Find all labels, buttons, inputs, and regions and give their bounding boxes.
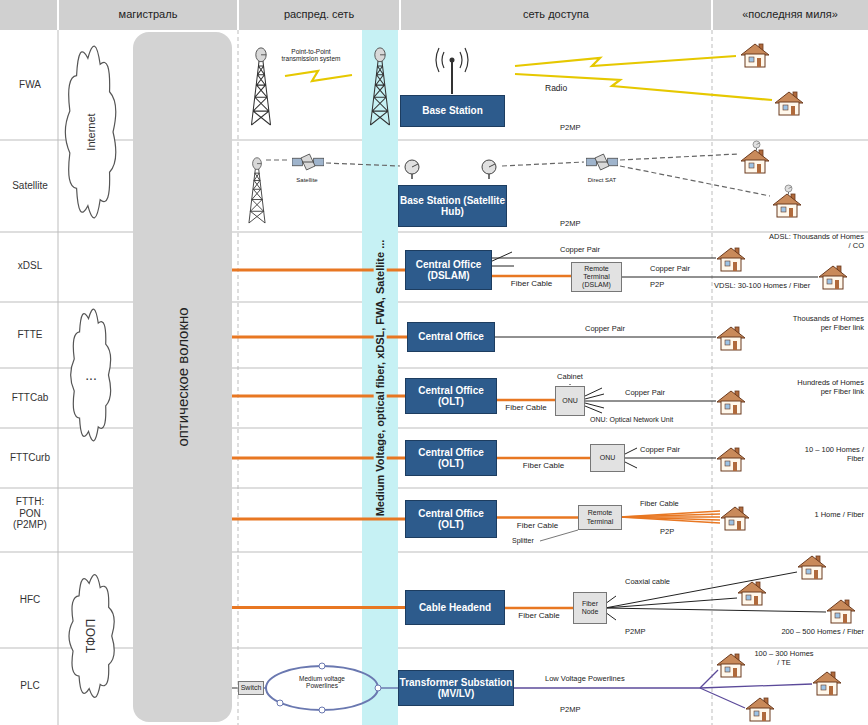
node-text: Base Station [422, 105, 483, 117]
row-label: FTTCurb [2, 452, 58, 464]
annotation: 1 Home / Fiber [788, 511, 864, 520]
annotation: P2P [660, 528, 690, 537]
fiber-connector [497, 516, 578, 519]
fiber-connector [492, 275, 571, 278]
annotation: 200 – 500 Homes / Fiber [776, 628, 864, 637]
node-text: оптическое волокно [174, 307, 191, 446]
annotation: Copper Pair [560, 246, 620, 255]
station-box: Central Office [407, 322, 495, 352]
fiber-connector [497, 399, 555, 402]
row-label: HFC [2, 594, 58, 606]
node-text: Base Station (Satellite Hub) [399, 195, 506, 218]
node-text: Central Office (OLT) [406, 385, 496, 408]
fiber-connector [232, 518, 405, 521]
node-text: Remote Terminal [579, 509, 621, 525]
node-text: Medium Voltage, optical fiber, xDSL, FWA… [374, 239, 387, 516]
annotation: Splitter [512, 537, 552, 545]
annotation: Coaxial cable [625, 578, 685, 587]
edge-label: Fiber Cable [516, 521, 559, 530]
annotation: Copper Pair [640, 446, 700, 455]
fiber-connector [497, 457, 590, 460]
row-label: FWA [2, 79, 58, 91]
annotation: Point-to-Point transmission system [280, 48, 342, 63]
station-box: Base Station [400, 95, 505, 127]
annotation: 10 – 100 Homes / Fiber [788, 446, 864, 463]
station-box: Cable Headend [405, 590, 505, 625]
row-label: FTTE [2, 329, 58, 341]
node-text: Central Office (DSLAM) [406, 259, 491, 282]
row-label: xDSL [2, 260, 58, 272]
backbone-band: оптическое волокно [133, 32, 232, 722]
annotation: 100 – 300 Homes / TE [754, 650, 814, 667]
annotation: Fiber Cable [640, 500, 700, 509]
fiber-connector [505, 607, 573, 610]
column-header: распред. сеть [238, 8, 400, 21]
row-label: PLC [2, 680, 58, 692]
node-text: ТФОП [85, 619, 99, 653]
annotation: P2MP [625, 628, 665, 637]
station-box: Central Office (OLT) [405, 378, 497, 414]
annotation: Thousands of Homes per Fiber link [788, 315, 864, 332]
edge-label: Fiber Cable [517, 611, 560, 620]
row-label: FTTH: PON (P2MP) [9, 496, 51, 531]
station-box: Base Station (Satellite Hub) [398, 185, 507, 227]
equipment-box: Fiber Node [573, 592, 607, 624]
annotation: Radio [545, 84, 585, 94]
edge-label: Fiber Cable [504, 403, 547, 412]
annotation: P2MP [560, 124, 600, 133]
node-text: Central Office (OLT) [406, 508, 496, 531]
node-text: Internet [85, 113, 98, 150]
column-header: магистраль [58, 8, 238, 21]
annotation: Cabinet [548, 373, 592, 382]
network-cloud: ... [68, 300, 114, 450]
node-text: Switch [241, 684, 262, 692]
column-header: «последняя миля» [712, 8, 868, 21]
annotation: Medium voltage Powerlines [294, 675, 350, 690]
station-box: Central Office (OLT) [405, 500, 497, 538]
node-text: Transformer Substation (MV/LV) [399, 677, 513, 700]
annotation: Satellite [285, 177, 329, 184]
node-text: Fiber Node [574, 600, 606, 616]
annotation: P2MP [560, 706, 600, 715]
network-cloud: Internet [62, 34, 120, 230]
annotation: ONU: Optical Network Unit [590, 416, 705, 424]
equipment-box: Remote Terminal [578, 505, 622, 530]
annotation: VDSL: 30-100 Homes / Fiber [714, 282, 814, 291]
node-text: Remote Terminal (DSLAM) [572, 265, 621, 289]
annotation: Copper Pair [585, 325, 645, 334]
node-text: Central Office (OLT) [406, 447, 496, 470]
equipment-box: Remote Terminal (DSLAM) [571, 262, 622, 292]
annotation: Copper Pair [650, 265, 710, 274]
column-header: сеть доступа [400, 8, 712, 21]
row-label: FTTCab [2, 392, 58, 404]
annotation: Direct SAT [578, 177, 626, 184]
station-box: Central Office (OLT) [405, 440, 497, 476]
node-text: Cable Headend [419, 602, 491, 614]
equipment-box: Switch [238, 681, 265, 695]
annotation: Low Voltage Powerlines [545, 675, 645, 684]
edge-label: Fiber Cable [510, 279, 553, 288]
node-text: ... [85, 367, 97, 383]
network-cloud: ТФОП [66, 566, 118, 706]
annotation: P2MP [560, 220, 600, 229]
node-text: Central Office [418, 331, 484, 343]
annotation: Copper Pair [625, 389, 685, 398]
medium-band: Medium Voltage, optical fiber, xDSL, FWA… [362, 30, 398, 725]
annotation: P2P [650, 281, 680, 290]
row-label: Satellite [2, 180, 58, 192]
node-text: ONU [600, 454, 616, 462]
station-box: Transformer Substation (MV/LV) [398, 670, 514, 706]
equipment-box: ONU [555, 386, 585, 416]
node-text: ONU [562, 397, 578, 405]
equipment-box: ONU [590, 444, 625, 472]
station-box: Central Office (DSLAM) [405, 250, 492, 290]
fiber-connector [232, 606, 405, 609]
annotation: ADSL: Thousands of Homes / CO [768, 233, 864, 250]
edge-label: Fiber Cable [522, 461, 565, 470]
annotation: Hundreds of Homes per Fiber link [788, 379, 864, 396]
